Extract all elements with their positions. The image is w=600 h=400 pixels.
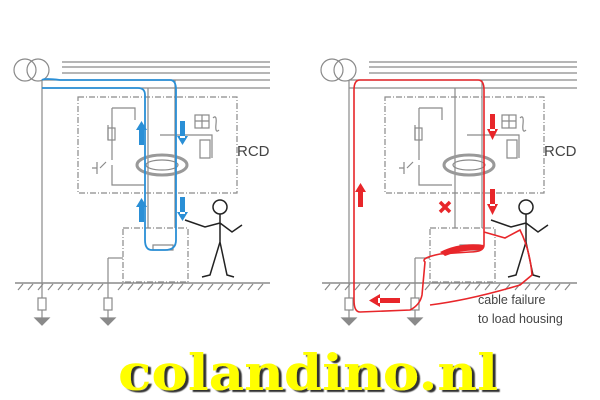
current-arrows-blue — [136, 121, 188, 222]
annotation-line-2: to load housing — [478, 312, 563, 326]
arrow-up-icon — [136, 198, 147, 222]
arrow-up-icon — [355, 183, 366, 207]
arrow-down-icon — [177, 197, 188, 221]
arrow-up-icon — [136, 121, 147, 145]
right-panel-fault: RCD cable failure to load housing — [319, 57, 579, 327]
blocked-cross-icon — [438, 200, 452, 214]
watermark-text: colandino.nl — [118, 343, 498, 400]
left-panel-normal-operation: RCD — [12, 57, 272, 327]
annotation-line-1: cable failure — [478, 293, 545, 307]
arrow-down-icon — [487, 189, 498, 215]
arrow-down-icon — [177, 121, 188, 145]
current-arrows-red — [355, 114, 498, 307]
person-icon — [184, 199, 243, 278]
rcd-label: RCD — [237, 143, 270, 160]
rcd-label: RCD — [544, 143, 577, 160]
person-icon — [490, 199, 549, 278]
cable-failure-mark — [440, 244, 484, 256]
arrow-down-icon — [487, 114, 498, 140]
fault-current-loop-red — [353, 79, 533, 313]
current-loop-blue — [41, 78, 177, 251]
watermark: colandino.nl — [118, 343, 498, 400]
arrow-left-icon — [369, 294, 400, 307]
